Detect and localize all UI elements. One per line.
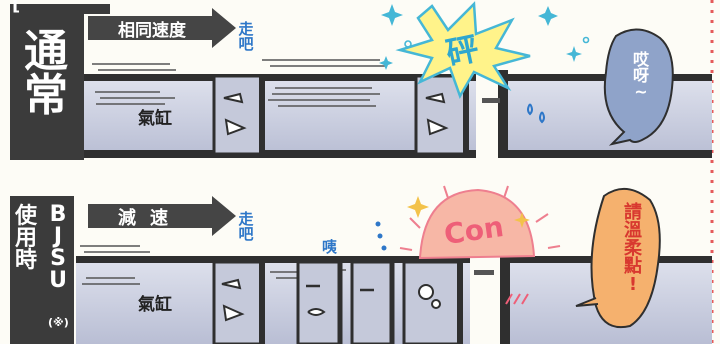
bottom-go-label: 走吧 bbox=[238, 210, 254, 243]
bottom-side-label-cjk: 使用時 bbox=[14, 204, 37, 273]
bottom-side-note: (※) bbox=[48, 316, 69, 329]
top-panel bbox=[10, 1, 712, 160]
bottom-slow-arrow bbox=[88, 196, 236, 236]
top-arrow-label: 相同速度 bbox=[118, 21, 186, 41]
top-side-band bbox=[10, 4, 84, 160]
piston-face bbox=[223, 92, 244, 104]
bottom-cylinder-label: 氣缸 bbox=[138, 295, 172, 315]
bottom-arrow-label: 減速 bbox=[118, 208, 182, 229]
bottom-bubble-text: 請溫柔點! bbox=[624, 202, 642, 295]
bottom-panel bbox=[10, 185, 712, 344]
bottom-piston-2 bbox=[296, 260, 342, 344]
top-piston-left bbox=[212, 74, 264, 156]
bottom-side-band bbox=[10, 196, 74, 344]
bottom-speed-lines bbox=[80, 245, 346, 285]
corner-bracket: [ bbox=[12, 0, 21, 15]
top-side-label: 通常 bbox=[24, 26, 68, 121]
bottom-piston-3 bbox=[350, 260, 394, 344]
speech-bubble-icon bbox=[603, 28, 674, 146]
soft-burst-icon bbox=[418, 188, 536, 260]
top-bubble-text: 哎呀~ bbox=[632, 50, 649, 101]
top-stopper bbox=[498, 70, 508, 158]
top-speed-arrow bbox=[88, 8, 236, 48]
bottom-speech-bubble bbox=[590, 188, 661, 328]
bottom-piston-1 bbox=[212, 260, 264, 344]
bottom-stopper bbox=[500, 250, 510, 344]
speed-lines bbox=[92, 59, 385, 107]
sparkle-icon bbox=[379, 4, 582, 70]
top-cylinder-label: 氣缸 bbox=[138, 109, 172, 129]
huh-label: 咦 bbox=[322, 238, 338, 256]
crash-burst-icon bbox=[395, 1, 531, 99]
top-go-label: 走吧 bbox=[238, 20, 254, 53]
